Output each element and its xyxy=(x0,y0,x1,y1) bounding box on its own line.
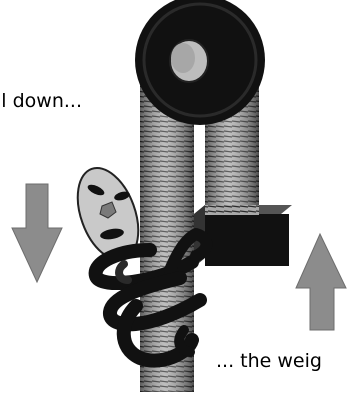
down-arrow-icon xyxy=(12,184,62,282)
up-arrow-icon xyxy=(296,234,346,330)
pulley-wheel xyxy=(135,0,265,125)
caption-weight: ... the weig xyxy=(216,350,322,372)
caption-pull-down: ll down... xyxy=(0,90,82,112)
